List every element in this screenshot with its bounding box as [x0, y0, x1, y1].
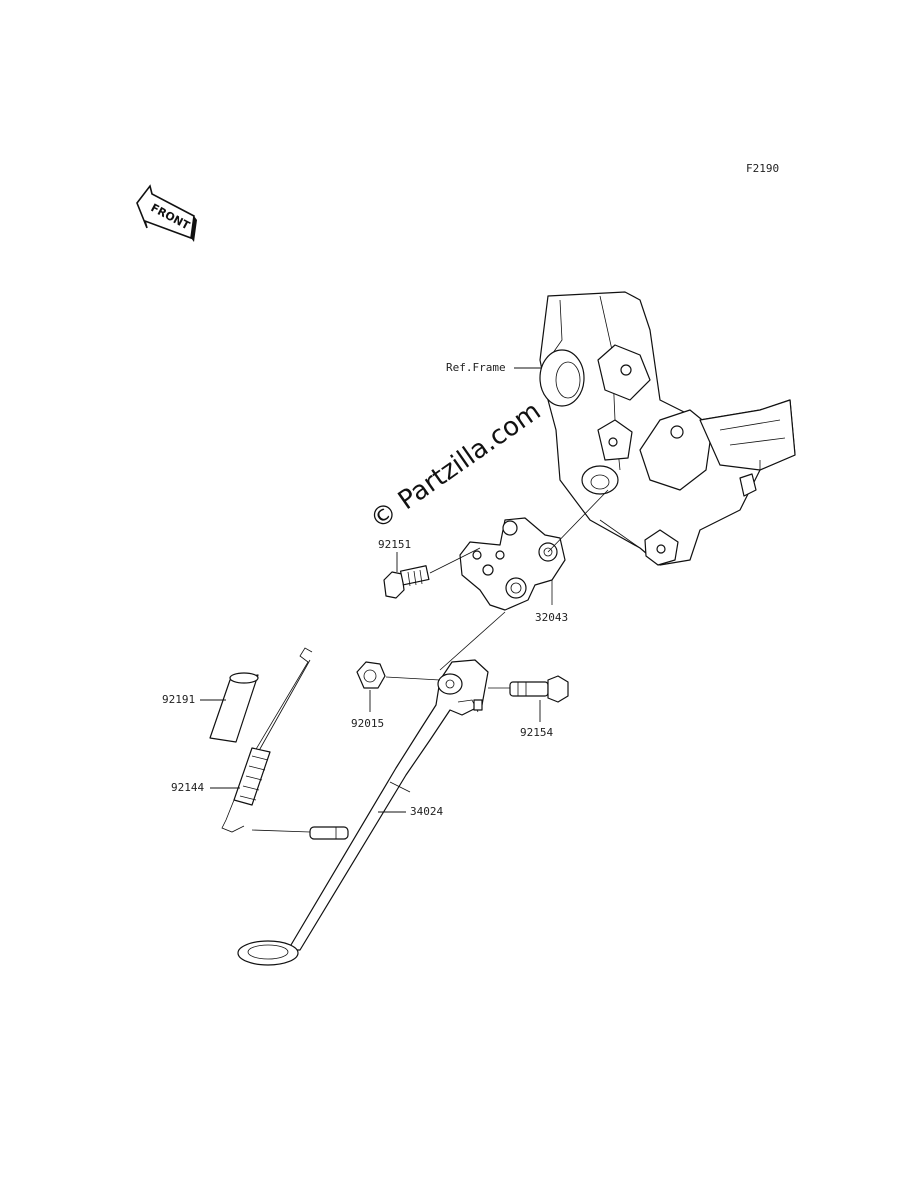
watermark: © Partzilla.com	[365, 396, 547, 536]
part-label-92154: 92154	[520, 726, 553, 739]
tube-92191	[209, 672, 259, 743]
part-label-92151: 92151	[378, 538, 411, 551]
part-label-92191: 92191	[162, 693, 195, 706]
front-arrow-icon: FRONT	[136, 184, 197, 242]
part-label-92015: 92015	[351, 717, 384, 730]
part-label-34024: 34024	[410, 805, 443, 818]
bolt-92151	[383, 565, 430, 599]
part-label-92144: 92144	[171, 781, 204, 794]
ref-frame-label: Ref.Frame	[446, 361, 506, 374]
frame-drawing	[539, 291, 796, 566]
pin	[309, 826, 349, 840]
bracket-32043	[459, 517, 566, 611]
bolt-92154	[509, 675, 569, 703]
part-label-32043: 32043	[535, 611, 568, 624]
side-stand-34024	[237, 659, 489, 966]
nut-92015	[356, 661, 386, 689]
spring-92144	[221, 647, 313, 833]
figure-code: F2190	[746, 162, 779, 175]
